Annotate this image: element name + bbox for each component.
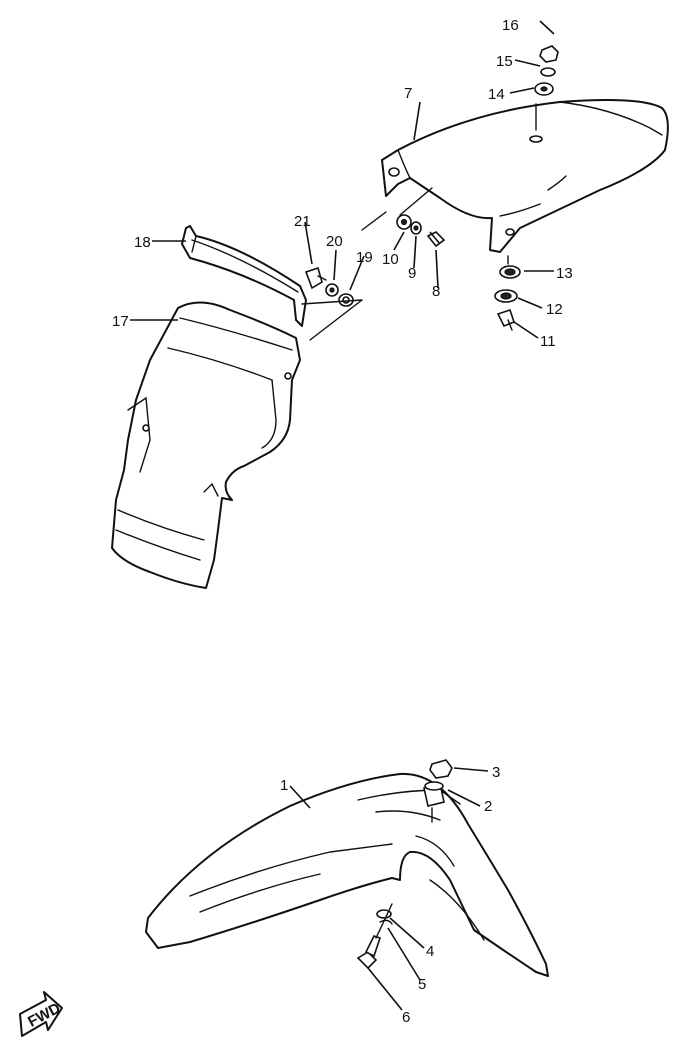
callout-3: 3: [492, 764, 500, 781]
rear-fender: [381, 99, 669, 253]
callout-17: 17: [112, 313, 129, 330]
callout-14: 14: [488, 86, 505, 103]
callout-5: 5: [418, 976, 426, 993]
callout-labels: 1 2 3 4 5 6 7 8 9 10 11 12 13 14 15 16 1…: [112, 17, 573, 1026]
callout-15: 15: [496, 53, 513, 70]
callout-20: 20: [326, 233, 343, 250]
forward-arrow-icon: FWD: [19, 991, 63, 1037]
callout-10: 10: [382, 251, 399, 268]
callout-9: 9: [408, 265, 416, 282]
callout-12: 12: [546, 301, 563, 318]
callout-11: 11: [540, 333, 556, 350]
callout-2: 2: [484, 798, 492, 815]
callout-18: 18: [134, 234, 151, 251]
callout-8: 8: [432, 283, 440, 300]
callout-19: 19: [356, 249, 373, 266]
rear-mud-guard: [111, 301, 301, 589]
callout-6: 6: [402, 1009, 410, 1026]
callout-16: 16: [502, 17, 519, 34]
assembly-guide-lines: [301, 103, 537, 341]
callout-7: 7: [404, 85, 412, 102]
callout-21: 21: [294, 213, 311, 230]
leader-lines: [130, 20, 555, 1011]
front-fender: [145, 772, 549, 977]
callout-13: 13: [556, 265, 573, 282]
rear-bracket: [181, 225, 307, 327]
rear-hardware: [304, 45, 559, 331]
front-hardware: [356, 759, 453, 970]
callout-4: 4: [426, 943, 434, 960]
callout-1: 1: [280, 777, 288, 794]
